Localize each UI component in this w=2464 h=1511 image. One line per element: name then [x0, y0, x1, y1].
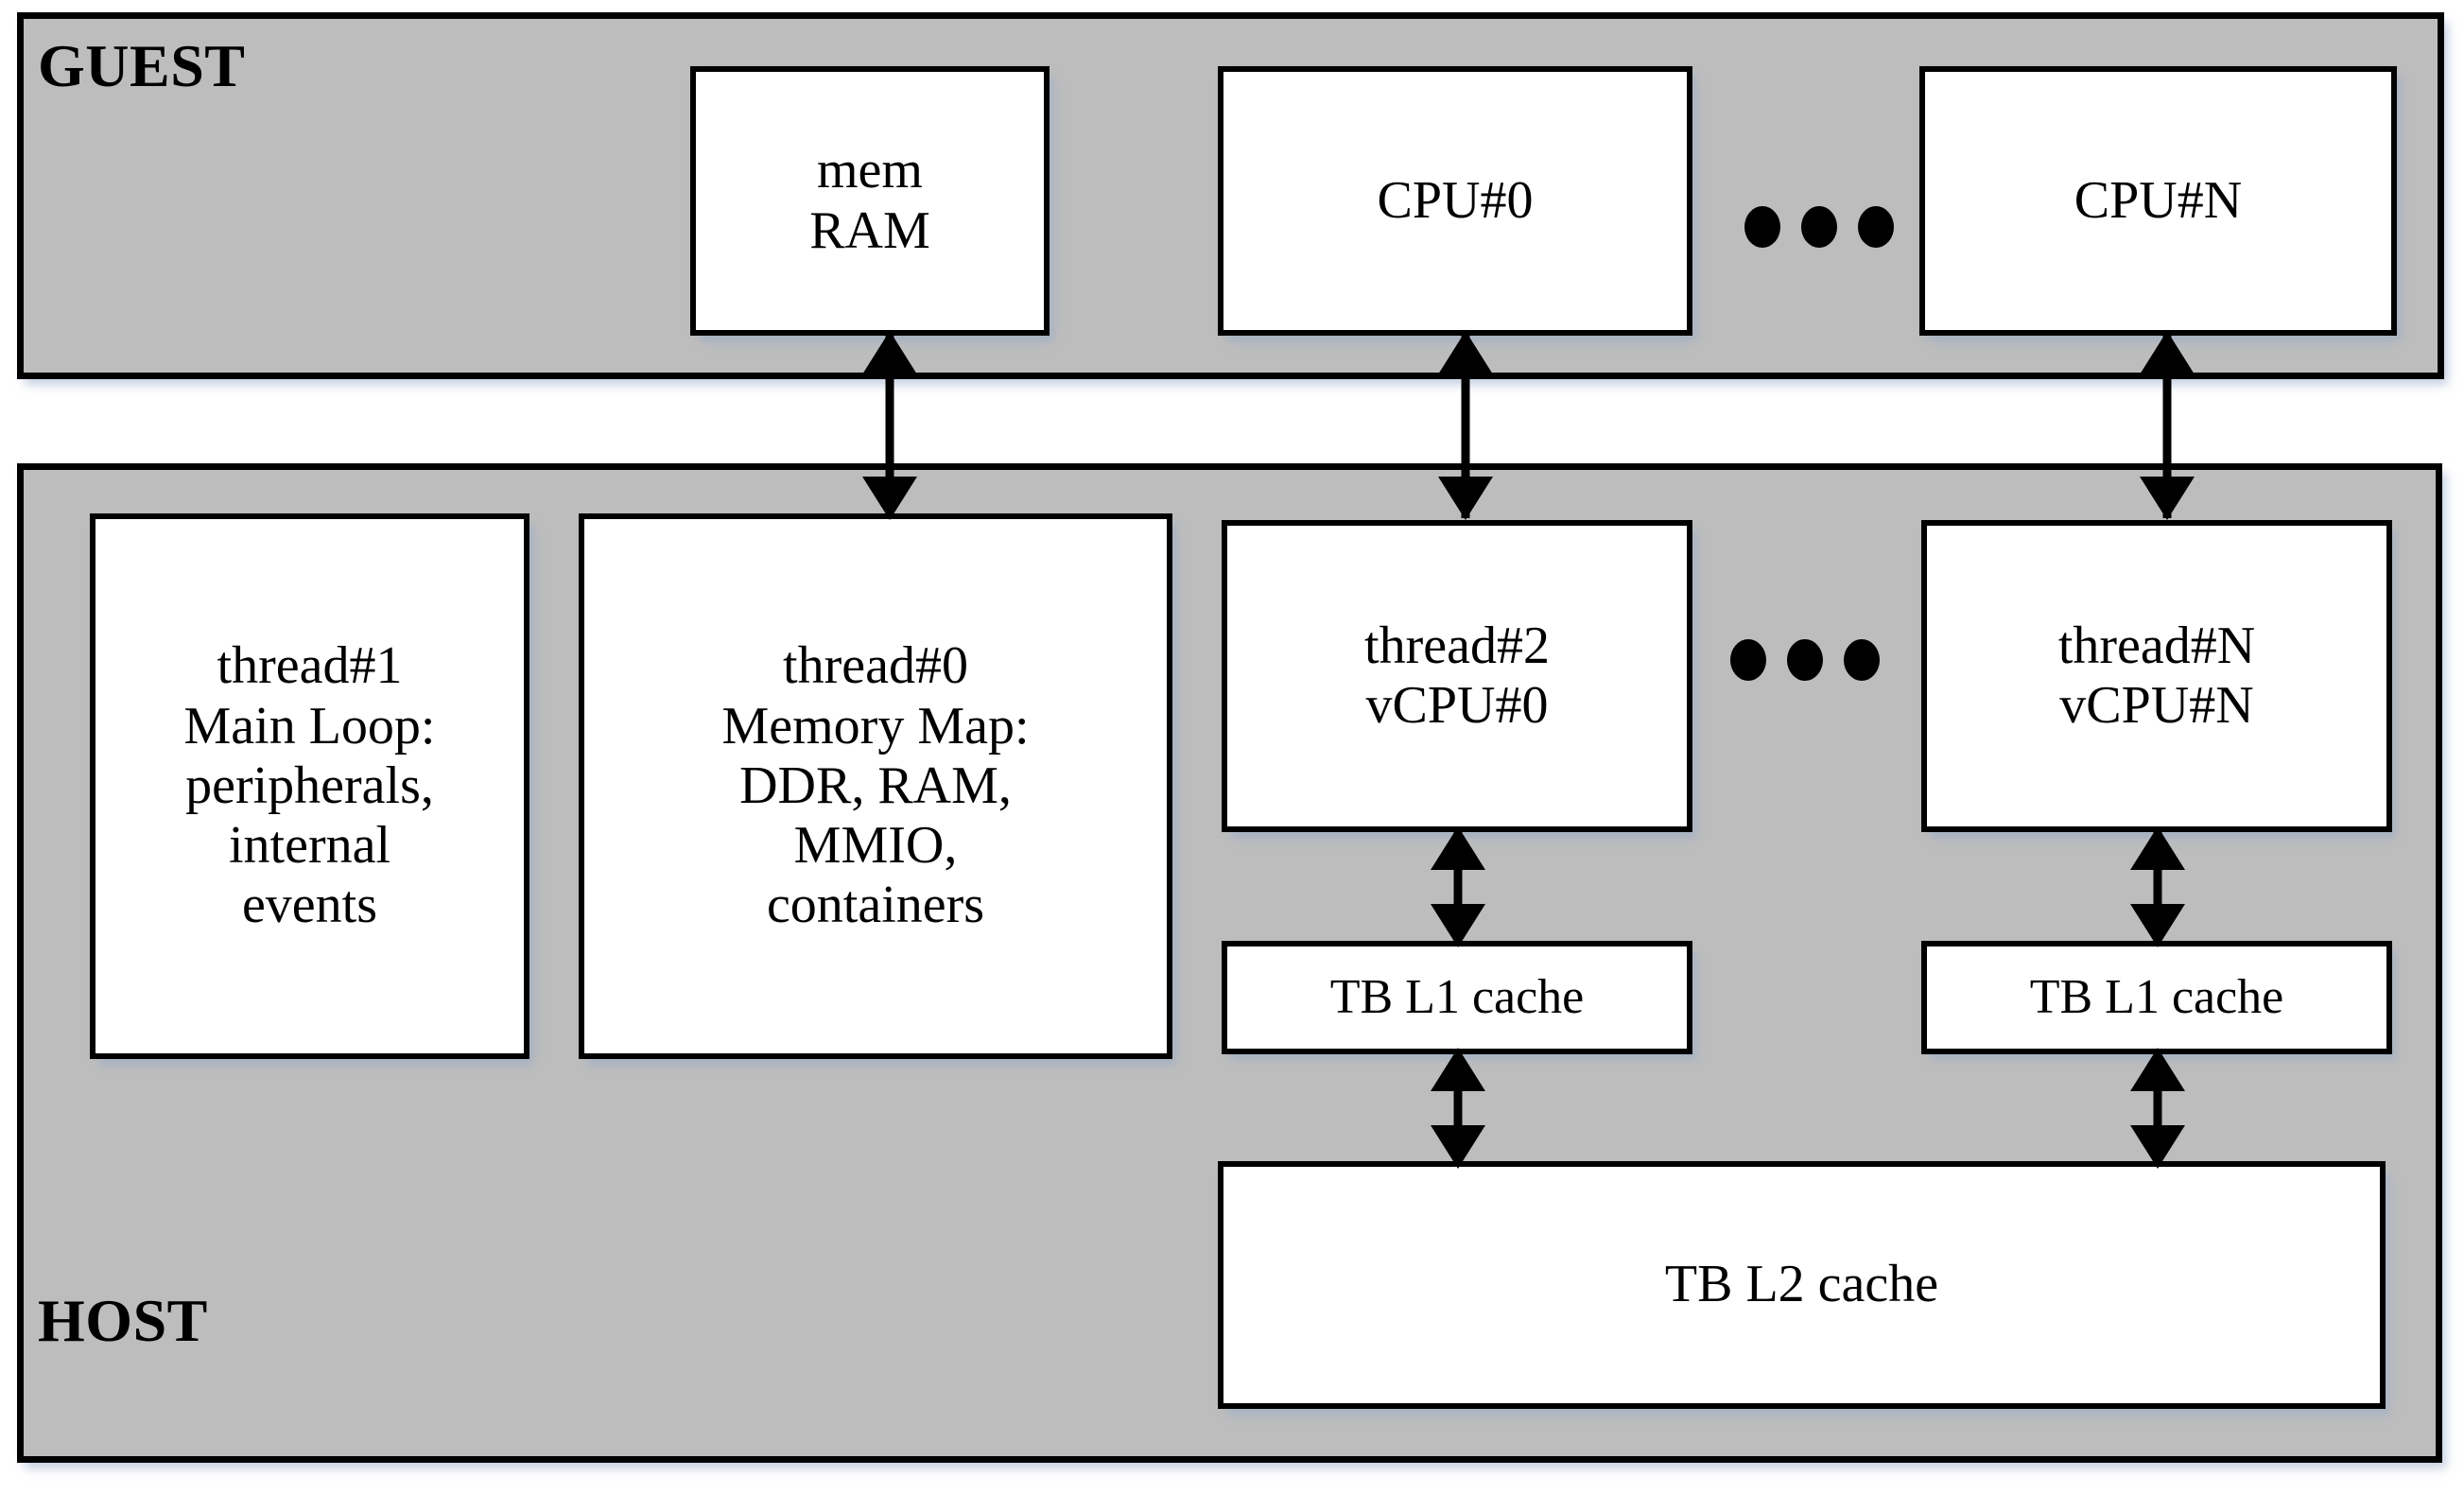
node-thread-1-main-loop[interactable]: thread#1 Main Loop: peripherals, interna… — [90, 513, 529, 1059]
ellipsis-dot — [1787, 639, 1823, 681]
arrow-l1-0-to-l2-icon — [1420, 1048, 1496, 1169]
arrow-shaft — [1461, 333, 1470, 518]
ellipsis-dot — [1844, 639, 1880, 681]
node-thread-1-label: thread#1 Main Loop: peripherals, interna… — [183, 636, 436, 935]
arrow-head-down — [1431, 904, 1485, 947]
node-tb-l1-cache-n-label: TB L1 cache — [2029, 969, 2284, 1024]
arrow-cpu0-to-thread2-icon — [1428, 331, 1503, 520]
node-tb-l2-cache-label: TB L2 cache — [1664, 1255, 1939, 1314]
ellipsis-dot — [1801, 206, 1837, 248]
arrow-head-down — [862, 477, 917, 520]
arrow-cpun-to-threadn-icon — [2129, 331, 2205, 520]
arrow-head-down — [1438, 477, 1493, 520]
guest-zone-label: GUEST — [38, 32, 246, 99]
node-thread-n-label: thread#N vCPU#N — [2057, 616, 2256, 735]
node-thread-n-vcpu-n[interactable]: thread#N vCPU#N — [1921, 520, 2392, 832]
arrow-shaft — [2153, 828, 2162, 946]
node-tb-l2-cache[interactable]: TB L2 cache — [1218, 1161, 2386, 1409]
host-zone-label: HOST — [38, 1287, 208, 1354]
arrow-head-down — [2140, 477, 2195, 520]
arrow-mem-to-thread0-icon — [852, 331, 928, 520]
arrow-shaft — [1453, 828, 1463, 946]
arrow-head-up — [1431, 1048, 1485, 1091]
node-cpu-0-label: CPU#0 — [1377, 170, 1534, 230]
arrow-l1-n-to-l2-icon — [2120, 1048, 2195, 1169]
arrow-head-up — [1438, 331, 1493, 374]
node-thread-0-memory-map[interactable]: thread#0 Memory Map: DDR, RAM, MMIO, con… — [579, 513, 1172, 1059]
ellipsis-dot — [1730, 639, 1766, 681]
arrow-thread2-to-l1-icon — [1420, 826, 1496, 947]
arrow-head-down — [2130, 1125, 2185, 1169]
node-tb-l1-cache-0[interactable]: TB L1 cache — [1222, 941, 1692, 1054]
node-cpu-n[interactable]: CPU#N — [1919, 66, 2397, 336]
arrow-shaft — [2162, 333, 2172, 518]
node-mem-ram-label: mem RAM — [809, 141, 930, 260]
node-thread-2-label: thread#2 vCPU#0 — [1364, 616, 1550, 735]
ellipsis-dot — [1858, 206, 1894, 248]
ellipsis-host-threads — [1730, 639, 1880, 681]
arrow-head-down — [2130, 904, 2185, 947]
arrow-head-down — [1431, 1125, 1485, 1169]
arrow-threadn-to-l1-icon — [2120, 826, 2195, 947]
node-thread-2-vcpu-0[interactable]: thread#2 vCPU#0 — [1222, 520, 1692, 832]
ellipsis-guest-cpus — [1744, 206, 1894, 248]
arrow-head-up — [2140, 331, 2195, 374]
node-tb-l1-cache-n[interactable]: TB L1 cache — [1921, 941, 2392, 1054]
ellipsis-dot — [1744, 206, 1780, 248]
arrow-shaft — [1453, 1050, 1463, 1167]
arrow-shaft — [2153, 1050, 2162, 1167]
node-cpu-n-label: CPU#N — [2074, 170, 2243, 230]
arrow-head-up — [2130, 826, 2185, 870]
arrow-head-up — [1431, 826, 1485, 870]
node-cpu-0[interactable]: CPU#0 — [1218, 66, 1692, 336]
arrow-shaft — [885, 333, 894, 518]
node-thread-0-label: thread#0 Memory Map: DDR, RAM, MMIO, con… — [721, 636, 1030, 935]
node-mem-ram[interactable]: mem RAM — [690, 66, 1050, 336]
arrow-head-up — [2130, 1048, 2185, 1091]
node-tb-l1-cache-0-label: TB L1 cache — [1329, 969, 1585, 1024]
arrow-head-up — [862, 331, 917, 374]
